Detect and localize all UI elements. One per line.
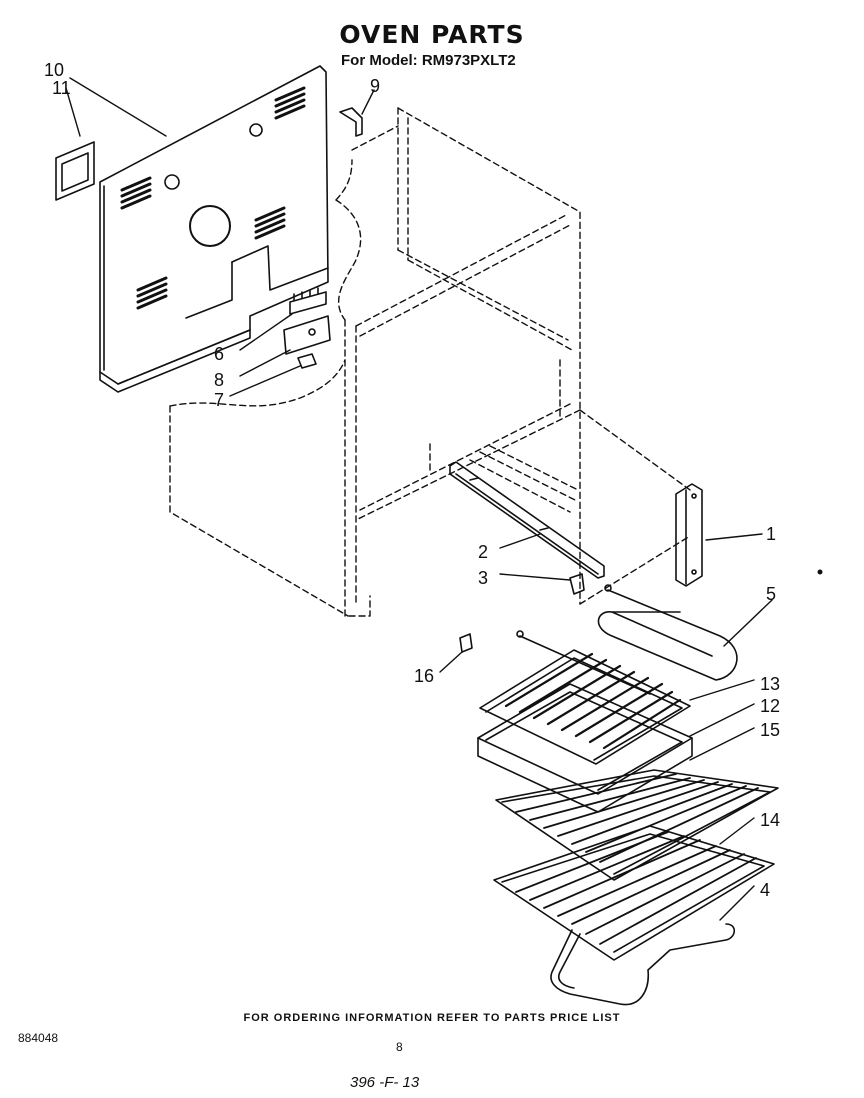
callout-3: 3 (478, 568, 488, 588)
callout-16: 16 (414, 666, 434, 686)
rear-panel (99, 65, 329, 393)
small-knob-part-16 (459, 633, 473, 653)
document-id: 884048 (18, 1031, 59, 1045)
wire-clip (297, 353, 317, 369)
handwritten-code: 396 -F- 13 (350, 1074, 420, 1091)
page-number: 8 (396, 1040, 403, 1054)
callout-6: 6 (214, 344, 224, 364)
callout-numbers: 10 11 9 6 8 7 1 2 3 5 16 13 12 15 14 4 (44, 60, 780, 900)
terminal-cover (283, 315, 331, 355)
broil-element (516, 584, 738, 695)
callout-11: 11 (52, 78, 71, 98)
callout-1: 1 (766, 524, 776, 544)
ordering-information-note: FOR ORDERING INFORMATION REFER TO PARTS … (243, 1012, 621, 1024)
callout-5: 5 (766, 584, 776, 604)
oven-rack-upper (495, 769, 779, 881)
oven-cavity-outline (169, 107, 691, 617)
callout-9: 9 (370, 76, 380, 96)
callout-13: 13 (760, 674, 780, 694)
callout-2: 2 (478, 542, 488, 562)
model-subtitle: For Model: RM973PXLT2 (341, 52, 516, 69)
callout-leader-lines (65, 77, 773, 921)
side-trim-part-1 (675, 483, 703, 587)
callout-12: 12 (760, 696, 780, 716)
scan-speck (817, 569, 823, 575)
oven-rack-lower (493, 825, 775, 961)
callout-4: 4 (760, 880, 770, 900)
bracket-part-9 (339, 107, 363, 137)
rack-support-rail (449, 461, 605, 579)
terminal-block (289, 287, 327, 315)
callout-15: 15 (760, 720, 780, 740)
page-title: OVEN PARTS (339, 20, 525, 49)
callout-10: 10 (44, 60, 64, 80)
rail-clip (569, 573, 585, 595)
bake-element (550, 923, 736, 1006)
broiler-grid (479, 649, 691, 765)
callout-7: 7 (214, 390, 224, 410)
callout-8: 8 (214, 370, 224, 390)
access-cover-plate (55, 141, 95, 201)
callout-14: 14 (760, 810, 780, 830)
